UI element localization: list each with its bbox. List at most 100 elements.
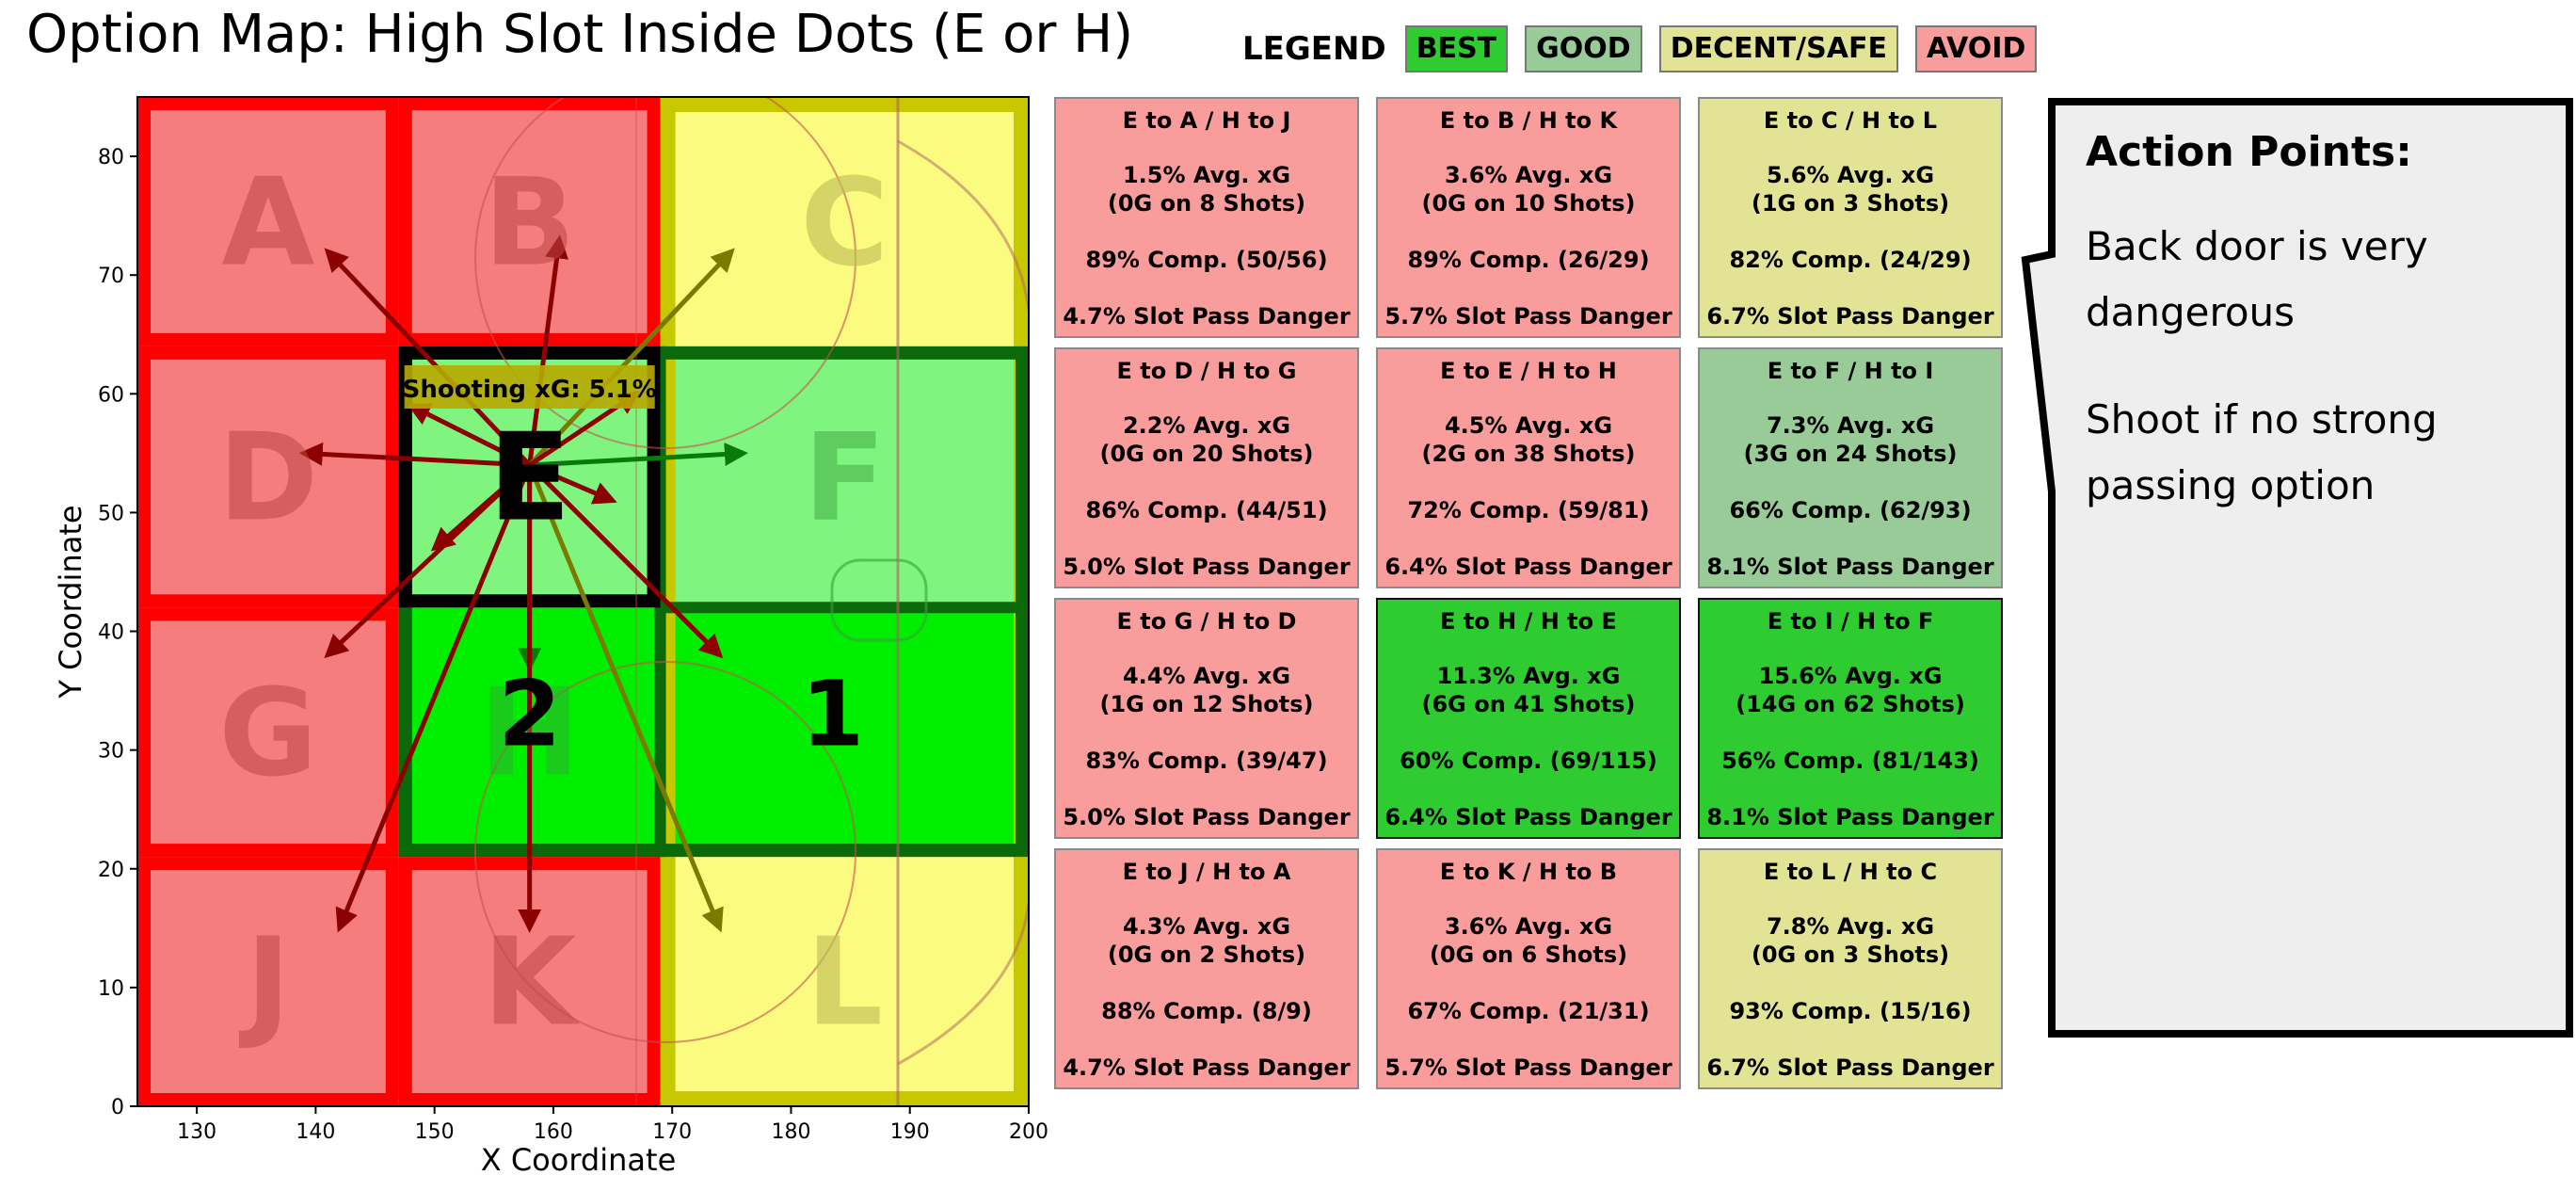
card-shots: (3G on 24 Shots) (1743, 441, 1958, 467)
zone-border-d (137, 346, 399, 608)
zone-a (137, 97, 399, 346)
action-point-item: Back door is very dangerous (2086, 223, 2428, 335)
zone-l (660, 857, 1029, 1106)
card-completion: 89% Comp. (50/56) (1085, 247, 1328, 273)
pass-arrow (406, 403, 531, 468)
card-completion: 66% Comp. (62/93) (1729, 497, 1972, 523)
option-card: E to G / H to D 4.4% Avg. xG(1G on 12 Sho… (1054, 598, 1359, 839)
x-tick-label: 190 (890, 1120, 930, 1144)
card-avg-xg: 15.6% Avg. xG (1758, 663, 1943, 689)
card-avg-xg: 4.5% Avg. xG (1444, 412, 1613, 439)
card-title: E to E / H to H (1440, 358, 1617, 384)
card-title: E to D / H to G (1116, 358, 1297, 384)
plot-frame (136, 96, 1030, 1107)
card-avg-xg: 3.6% Avg. xG (1444, 162, 1613, 188)
zone-label-d: D (218, 409, 318, 549)
card-avg-xg: 5.6% Avg. xG (1766, 162, 1935, 188)
card-slot-danger: 5.7% Slot Pass Danger (1384, 1054, 1672, 1081)
zone-c (660, 97, 1029, 346)
rank-label: 2 (498, 661, 561, 766)
card-title: E to J / H to A (1122, 859, 1291, 885)
card-title: E to K / H to B (1439, 859, 1618, 885)
y-tick-label: 0 (111, 1096, 124, 1119)
card-title: E to H / H to E (1440, 608, 1617, 635)
card-completion: 88% Comp. (8/9) (1101, 998, 1312, 1024)
card-slot-danger: 4.7% Slot Pass Danger (1063, 1054, 1351, 1081)
shooting-label-box (404, 364, 655, 409)
zone-label-g: G (218, 664, 317, 804)
card-slot-danger: 6.7% Slot Pass Danger (1706, 1054, 1994, 1081)
card-slot-danger: 8.1% Slot Pass Danger (1706, 804, 1994, 830)
x-tick-label: 140 (296, 1120, 335, 1144)
y-axis-label: Y Coordinate (53, 505, 88, 699)
card-shots: (0G on 10 Shots) (1421, 190, 1636, 217)
zone-label-h: H (479, 664, 580, 804)
shooting-label: Shooting xG: 5.1% (403, 376, 657, 404)
x-tick-label: 130 (177, 1120, 216, 1144)
pass-arrow (527, 463, 724, 659)
pass-arrow (527, 234, 569, 466)
card-slot-danger: 5.0% Slot Pass Danger (1063, 554, 1351, 580)
y-tick-label: 40 (98, 621, 124, 645)
y-tick-label: 80 (98, 146, 124, 169)
pass-arrow (324, 248, 532, 467)
card-completion: 86% Comp. (44/51) (1085, 497, 1328, 523)
card-slot-danger: 6.4% Slot Pass Danger (1384, 554, 1672, 580)
card-title: E to G / H to D (1116, 608, 1297, 635)
card-title: E to L / H to C (1763, 859, 1938, 885)
zone-label-c: C (800, 153, 888, 293)
card-title: E to I / H to F (1767, 608, 1934, 635)
card-avg-xg: 4.4% Avg. xG (1122, 663, 1291, 689)
rank-label: 1 (801, 661, 864, 766)
legend: LEGEND BEST GOOD DECENT/SAFE AVOID (1242, 24, 2038, 73)
card-shots: (1G on 3 Shots) (1751, 190, 1950, 217)
pass-arrow (335, 464, 532, 933)
card-completion: 60% Comp. (69/115) (1400, 748, 1657, 774)
zone-b (398, 97, 661, 346)
pass-arrow (430, 463, 532, 552)
card-avg-xg: 7.8% Avg. xG (1766, 913, 1935, 940)
legend-item-best: BEST (1404, 24, 1509, 73)
card-shots: (0G on 8 Shots) (1107, 190, 1306, 217)
zone-label-k: K (483, 913, 581, 1054)
card-title: E to F / H to I (1767, 358, 1934, 384)
action-point-item: Shoot if no strong passing option (2086, 396, 2438, 508)
x-tick-label: 180 (771, 1120, 810, 1144)
zone-border-a (137, 97, 399, 346)
card-slot-danger: 5.0% Slot Pass Danger (1063, 804, 1351, 830)
zone-label-a: A (221, 153, 314, 293)
pass-arrow (527, 248, 735, 467)
card-title: E to C / H to L (1763, 107, 1938, 134)
card-completion: 89% Comp. (26/29) (1407, 247, 1650, 273)
legend-title: LEGEND (1242, 30, 1386, 68)
card-shots: (0G on 2 Shots) (1107, 942, 1306, 968)
x-tick-label: 160 (534, 1120, 573, 1144)
card-shots: (1G on 12 Shots) (1099, 691, 1314, 717)
card-avg-xg: 1.5% Avg. xG (1122, 162, 1291, 188)
option-card: E to C / H to L 5.6% Avg. xG(1G on 3 Shot… (1698, 97, 2003, 338)
pass-arrow (298, 442, 530, 468)
x-tick-label: 150 (415, 1120, 455, 1144)
card-avg-xg: 11.3% Avg. xG (1436, 663, 1621, 689)
card-avg-xg: 3.6% Avg. xG (1444, 913, 1613, 940)
pass-arrow (529, 442, 748, 468)
chart-title: Option Map: High Slot Inside Dots (E or … (26, 4, 1134, 65)
y-tick-label: 60 (98, 383, 124, 407)
zone-label-j: J (238, 913, 291, 1054)
card-slot-danger: 4.7% Slot Pass Danger (1063, 303, 1351, 330)
zone-label-f: F (804, 409, 886, 549)
legend-item-decent: DECENT/SAFE (1658, 24, 1898, 73)
zone-g (137, 607, 399, 858)
zone-j (137, 857, 399, 1106)
